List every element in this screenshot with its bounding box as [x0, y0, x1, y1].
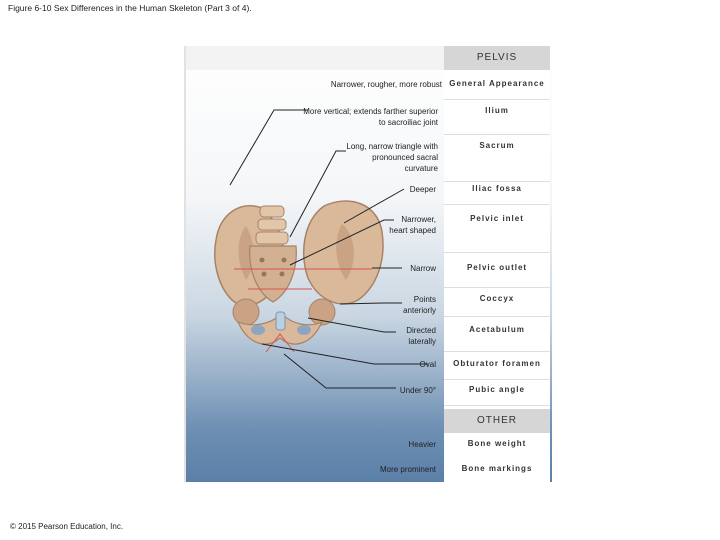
pubic-symphysis: [275, 311, 286, 331]
sacral-foramen: [281, 257, 287, 263]
sacral-foramen: [261, 271, 267, 277]
characteristic-pelvic-outlet: Pelvic outlet: [444, 263, 550, 288]
description-pubic-angle: Under 90°: [399, 386, 436, 395]
description-obturator-foramen: Oval: [419, 360, 436, 369]
right-iliac-fossa: [336, 224, 354, 280]
left-acetabulum: [232, 298, 260, 326]
leader-line-pubic-angle: [283, 353, 396, 389]
description-bone-markings: More prominent: [379, 465, 436, 474]
characteristic-coccyx: Coccyx: [444, 294, 550, 317]
description-bone-weight: Heavier: [408, 440, 436, 449]
copyright: © 2015 Pearson Education, Inc.: [10, 522, 124, 531]
characteristic-ilium: Ilium: [444, 106, 550, 135]
description-ilium: More vertical; extends farther superior …: [303, 107, 438, 127]
panel-top-bar: [186, 46, 450, 70]
characteristic-acetabulum: Acetabulum: [444, 325, 550, 352]
left-iliac-fossa: [238, 226, 254, 280]
figure-title: Figure 6-10 Sex Differences in the Human…: [8, 3, 252, 13]
characteristic-pelvic-inlet: Pelvic inlet: [444, 214, 550, 253]
left-obturator-foramen: [251, 325, 265, 335]
right-acetabulum: [308, 298, 336, 326]
leader-line-pelvic-inlet: [289, 219, 394, 266]
leader-line-iliac-fossa: [343, 188, 405, 224]
sacral-foramen: [279, 271, 285, 277]
description-pelvic-outlet: Narrow: [410, 264, 436, 273]
description-sacrum: Long, narrow triangle with pronounced sa…: [346, 142, 438, 173]
pelvis-heading: PELVIS: [444, 46, 550, 70]
leader-line-coccyx: [339, 302, 402, 305]
leader-line-acetabulum: [307, 317, 396, 333]
characteristic-sacrum: Sacrum: [444, 141, 550, 182]
leader-line-sacrum: [289, 150, 346, 238]
lumbar-vertebra-2: [257, 218, 287, 231]
characteristic-bone-weight: Bone weight: [467, 439, 527, 448]
lumbar-vertebra-1: [259, 205, 285, 218]
pelvis-bones: [214, 200, 384, 345]
sacral-foramen: [259, 257, 265, 263]
leader-lines: [229, 109, 428, 389]
description-pelvic-inlet: Narrower, heart shaped: [389, 215, 436, 235]
description-general-appearance: Narrower, rougher, more robust: [330, 80, 442, 89]
characteristic-obturator-foramen: Obturator foramen: [444, 359, 550, 380]
other-heading: OTHER: [444, 409, 550, 433]
leader-line-obturator-foramen: [261, 343, 428, 365]
description-iliac-fossa: Deeper: [409, 185, 436, 194]
description-coccyx: Points anteriorly: [403, 295, 436, 315]
characteristic-pubic-angle: Pubic angle: [444, 385, 550, 406]
description-acetabulum: Directed laterally: [406, 326, 436, 346]
right-obturator-foramen: [297, 325, 311, 335]
characteristic-iliac-fossa: Iliac fossa: [444, 184, 550, 205]
characteristic-general-appearance: General Appearance: [444, 79, 550, 100]
lumbar-vertebra-3: [255, 231, 289, 245]
characteristic-bone-markings: Bone markings: [461, 464, 533, 473]
leader-line-ilium: [229, 109, 308, 186]
